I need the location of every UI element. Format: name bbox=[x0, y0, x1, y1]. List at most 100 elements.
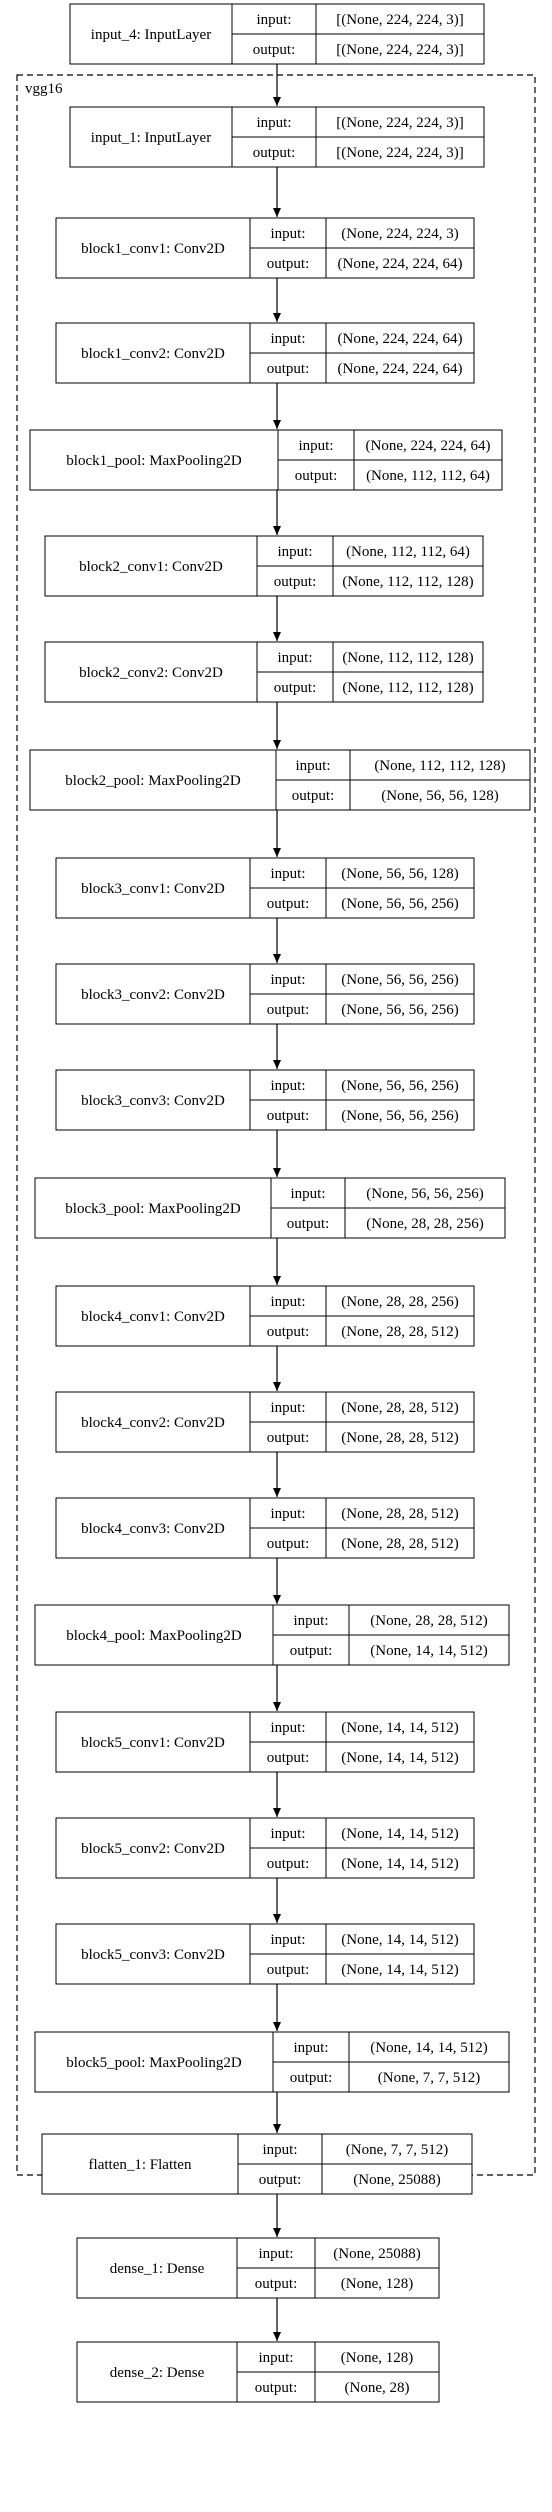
input-label: input: bbox=[270, 1294, 305, 1310]
output-shape: (None, 14, 14, 512) bbox=[341, 1856, 458, 1872]
input-shape: (None, 25088) bbox=[333, 2246, 420, 2262]
output-label: output: bbox=[267, 896, 310, 912]
input-label: input: bbox=[293, 1613, 328, 1629]
input-label: input: bbox=[270, 1932, 305, 1948]
layer-name: input_1: InputLayer bbox=[91, 130, 211, 146]
layer-name: block2_pool: MaxPooling2D bbox=[65, 773, 241, 789]
output-shape: (None, 28) bbox=[345, 2380, 410, 2396]
input-label: input: bbox=[270, 1506, 305, 1522]
layer-name: block4_conv1: Conv2D bbox=[81, 1309, 225, 1325]
input-label: input: bbox=[277, 544, 312, 560]
input-shape: (None, 7, 7, 512) bbox=[346, 2142, 448, 2158]
input-shape: (None, 14, 14, 512) bbox=[341, 1826, 458, 1842]
input-label: input: bbox=[270, 1400, 305, 1416]
output-label: output: bbox=[267, 1856, 310, 1872]
layer-name: dense_2: Dense bbox=[110, 2365, 205, 2381]
output-shape: (None, 28, 28, 512) bbox=[341, 1536, 458, 1552]
layer-name: block5_conv1: Conv2D bbox=[81, 1735, 225, 1751]
output-shape: (None, 7, 7, 512) bbox=[378, 2070, 480, 2086]
input-shape: (None, 224, 224, 64) bbox=[338, 331, 463, 347]
input-label: input: bbox=[293, 2040, 328, 2056]
input-shape: (None, 224, 224, 3) bbox=[341, 226, 458, 242]
layer-name: block3_conv3: Conv2D bbox=[81, 1093, 225, 1109]
input-shape: (None, 128) bbox=[341, 2350, 413, 2366]
input-shape: (None, 112, 112, 128) bbox=[342, 650, 473, 666]
output-label: output: bbox=[267, 361, 310, 377]
input-shape: (None, 56, 56, 128) bbox=[341, 866, 458, 882]
layer-node: flatten_1: Flatten input: output: (None, 7,… bbox=[41, 2133, 473, 2195]
output-shape: (None, 112, 112, 64) bbox=[366, 468, 490, 484]
output-label: output: bbox=[255, 2276, 298, 2292]
layer-node: block3_conv3: Conv2Dinput:output:(None, … bbox=[55, 1069, 475, 1131]
output-shape: (None, 28, 28, 512) bbox=[341, 1324, 458, 1340]
output-shape: (None, 56, 56, 256) bbox=[341, 1002, 458, 1018]
input-label: input: bbox=[258, 2246, 293, 2262]
output-shape: (None, 28, 28, 512) bbox=[341, 1430, 458, 1446]
input-label: input: bbox=[270, 866, 305, 882]
layer-name: block5_conv3: Conv2D bbox=[81, 1947, 225, 1963]
input-label: input: bbox=[277, 650, 312, 666]
layer-name: flatten_1: Flatten bbox=[89, 2157, 192, 2173]
output-shape: (None, 224, 224, 64) bbox=[338, 361, 463, 377]
input-shape: (None, 28, 28, 512) bbox=[341, 1400, 458, 1416]
input-shape: (None, 28, 28, 256) bbox=[341, 1294, 458, 1310]
layer-node: block3_conv1: Conv2D input: output: (None, … bbox=[55, 857, 475, 919]
layer-node: block4_pool: MaxPooling2D input: output: (N… bbox=[34, 1604, 510, 1666]
layer-node: block5_pool: MaxPooling2Dinput:output:(N… bbox=[34, 2031, 510, 2093]
layer-node: block4_conv2: Conv2D input: output: (None, … bbox=[55, 1391, 475, 1453]
layer-name: block1_pool: MaxPooling2D bbox=[66, 453, 242, 469]
output-label: output: bbox=[290, 1643, 333, 1659]
layer-node: block3_conv2: Conv2Dinput:output:(None, … bbox=[55, 963, 475, 1025]
output-shape: (None, 128) bbox=[341, 2276, 413, 2292]
layer-name: block4_conv3: Conv2D bbox=[81, 1521, 225, 1537]
input-shape: (None, 56, 56, 256) bbox=[341, 972, 458, 988]
output-shape: (None, 14, 14, 512) bbox=[341, 1962, 458, 1978]
output-shape: (None, 112, 112, 128) bbox=[342, 680, 473, 696]
layer-node: input_4: InputLayer input: output: [(None, … bbox=[69, 3, 485, 65]
input-shape: [(None, 224, 224, 3)] bbox=[336, 115, 463, 131]
layer-name: block3_conv2: Conv2D bbox=[81, 987, 225, 1003]
output-label: output: bbox=[267, 1962, 310, 1978]
input-label: input: bbox=[298, 438, 333, 454]
cluster-label: vgg16 bbox=[25, 81, 63, 97]
layer-name: block4_conv2: Conv2D bbox=[81, 1415, 225, 1431]
output-label: output: bbox=[253, 42, 296, 58]
output-shape: (None, 56, 56, 128) bbox=[381, 788, 498, 804]
input-label: input: bbox=[256, 115, 291, 131]
output-label: output: bbox=[267, 256, 310, 272]
input-label: input: bbox=[262, 2142, 297, 2158]
layer-name: block3_conv1: Conv2D bbox=[81, 881, 225, 897]
layer-node: block4_conv1: Conv2Dinput:output:(None, … bbox=[55, 1285, 475, 1347]
input-shape: (None, 56, 56, 256) bbox=[341, 1078, 458, 1094]
layer-node: input_1: InputLayer input: output: [(None, … bbox=[69, 106, 485, 168]
input-label: input: bbox=[256, 12, 291, 28]
layer-name: block1_conv1: Conv2D bbox=[81, 241, 225, 257]
input-shape: (None, 14, 14, 512) bbox=[341, 1720, 458, 1736]
input-label: input: bbox=[295, 758, 330, 774]
output-shape: (None, 112, 112, 128) bbox=[342, 574, 473, 590]
input-shape: (None, 56, 56, 256) bbox=[366, 1186, 483, 1202]
output-label: output: bbox=[253, 145, 296, 161]
layer-name: block4_pool: MaxPooling2D bbox=[66, 1628, 242, 1644]
layer-node: block1_conv1: Conv2Dinput:output:(None, … bbox=[55, 217, 475, 279]
input-shape: (None, 112, 112, 64) bbox=[346, 544, 470, 560]
output-label: output: bbox=[259, 2172, 302, 2188]
output-shape: (None, 56, 56, 256) bbox=[341, 896, 458, 912]
input-shape: (None, 224, 224, 64) bbox=[366, 438, 491, 454]
output-shape: (None, 14, 14, 512) bbox=[370, 1643, 487, 1659]
layer-name: input_4: InputLayer bbox=[91, 27, 211, 43]
layer-node: block5_conv3: Conv2D input: output: (None, … bbox=[55, 1923, 475, 1985]
output-label: output: bbox=[287, 1216, 330, 1232]
output-label: output: bbox=[274, 574, 317, 590]
layer-node: block2_conv2: Conv2Dinput:output:(None, … bbox=[44, 641, 484, 703]
output-label: output: bbox=[267, 1430, 310, 1446]
layer-node: block1_conv2: Conv2Dinput:output:(None, … bbox=[55, 322, 475, 384]
layer-name: block5_conv2: Conv2D bbox=[81, 1841, 225, 1857]
input-shape: (None, 28, 28, 512) bbox=[341, 1506, 458, 1522]
output-shape: (None, 224, 224, 64) bbox=[338, 256, 463, 272]
input-shape: [(None, 224, 224, 3)] bbox=[336, 12, 463, 28]
layer-node: block1_pool: MaxPooling2Dinput:output:(N… bbox=[29, 429, 503, 491]
input-label: input: bbox=[258, 2350, 293, 2366]
